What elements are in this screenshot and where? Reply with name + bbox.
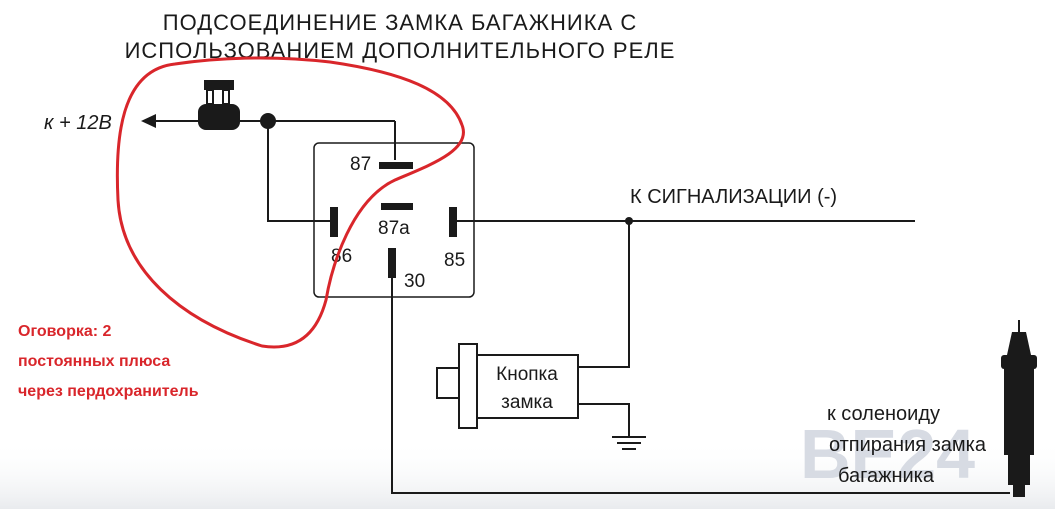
pin-85-label: 85 [444, 250, 465, 271]
button-label-line1: Кнопка [496, 364, 558, 385]
pin-87a-label: 87а [378, 218, 410, 239]
arrow-left-icon [141, 114, 156, 128]
watermark-logo: BE24 [800, 415, 975, 493]
solenoid-label-line2: отпирания замка [829, 434, 987, 456]
pin-30-label: 30 [404, 271, 425, 292]
pin-87-contact [379, 162, 413, 169]
pin-86-contact [330, 207, 338, 237]
lock-button-symbol [436, 343, 579, 429]
pin-30-contact [388, 248, 396, 278]
solenoid-label-line1: к соленоиду [827, 403, 940, 425]
wire-to-ground [578, 403, 630, 437]
wire-30-to-solenoid [391, 278, 1010, 494]
diagram-title-line1: ПОДСОЕДИНЕНИЕ ЗАМКА БАГАЖНИКА С [163, 10, 637, 35]
red-annotation-loop [115, 56, 465, 349]
button-label-line2: замка [501, 392, 553, 413]
fuse-icon [198, 80, 240, 130]
alarm-label: К СИГНАЛИЗАЦИИ (-) [630, 186, 837, 208]
solenoid-icon [1001, 320, 1037, 497]
supply-label: к + 12В [44, 112, 112, 134]
solenoid-label-line3: багажника [838, 465, 935, 487]
note-line1: Оговорка: 2 [18, 323, 112, 340]
pin-87-label: 87 [350, 154, 371, 175]
pin-85-contact [449, 207, 457, 237]
note-line3: через пердохранитель [18, 383, 199, 400]
ground-icon [612, 436, 646, 450]
wire-to-86 [267, 121, 330, 222]
wire-alarm-to-button [578, 221, 630, 368]
note-line2: постоянных плюса [18, 353, 170, 370]
pin-87a-contact [381, 203, 413, 210]
bottom-fade [0, 440, 1055, 509]
